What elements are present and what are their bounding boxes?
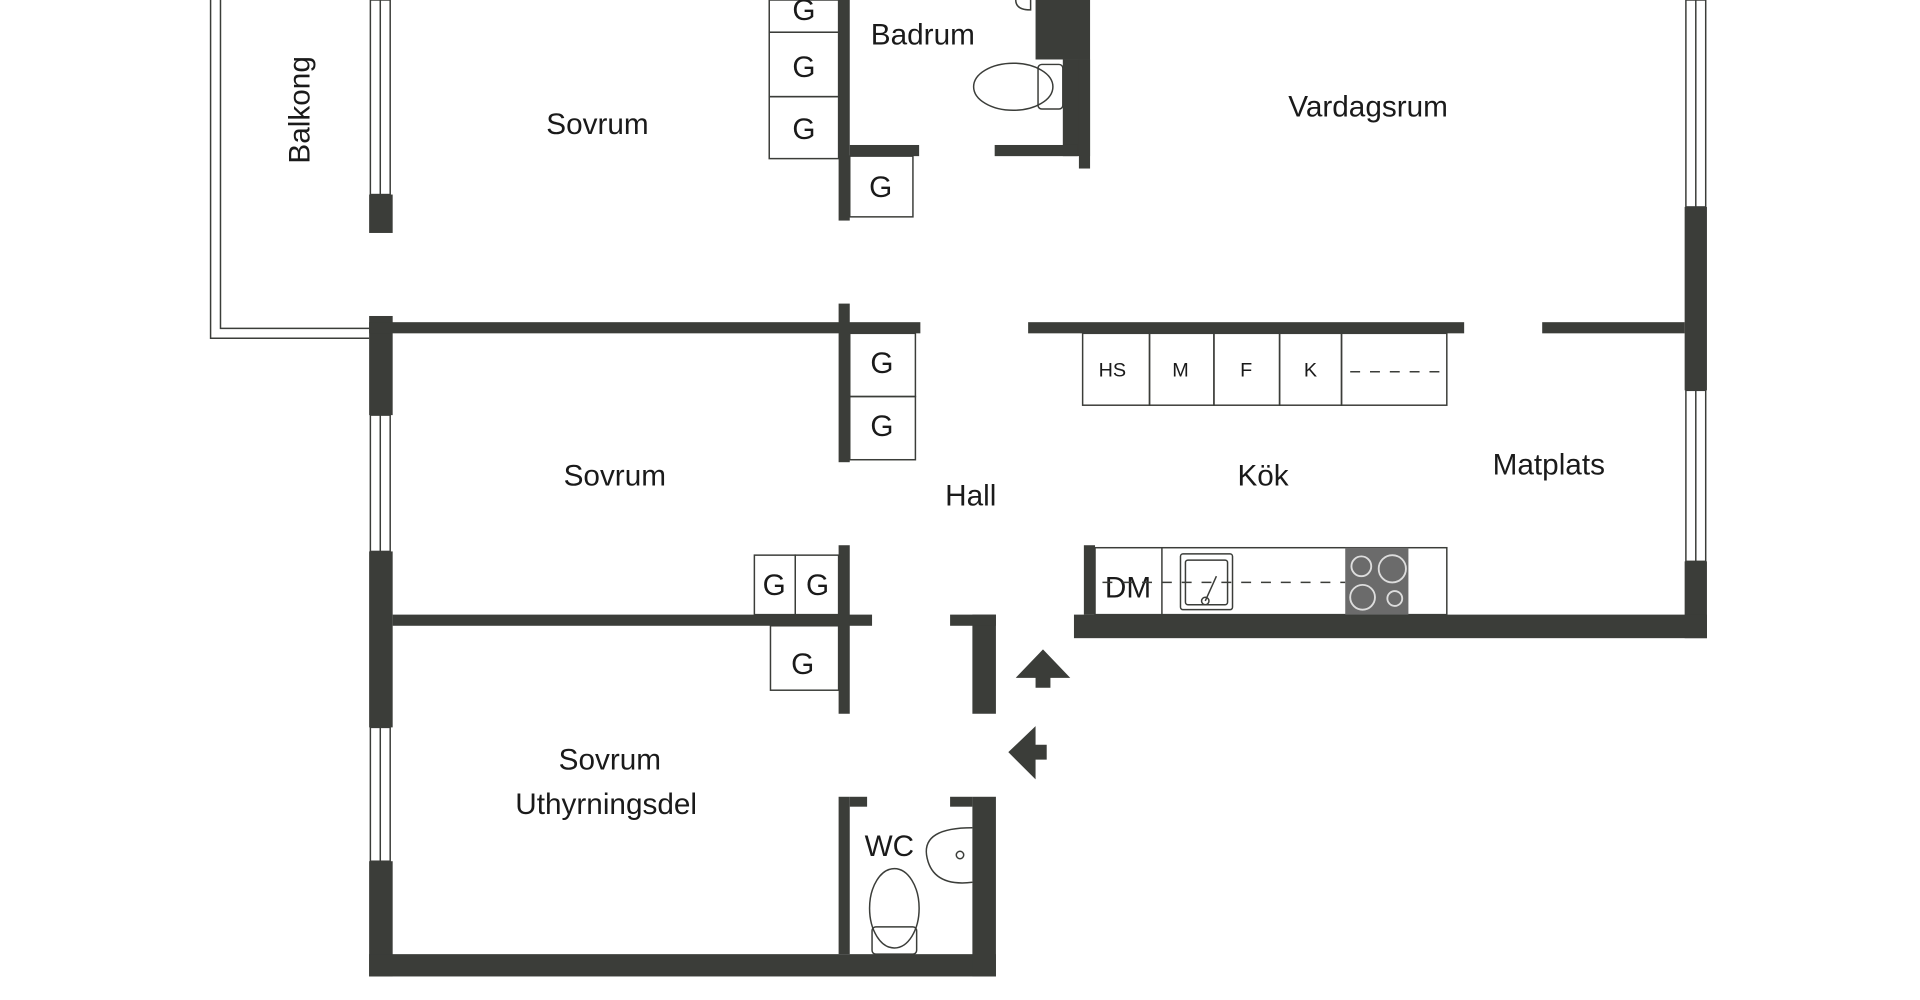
appliance-label-k: K: [1304, 360, 1317, 382]
walls: [369, 0, 1707, 977]
room-label-bedroom-rental: Sovrum: [559, 744, 661, 777]
closet-label: G: [792, 0, 815, 27]
appliance-label-f: F: [1240, 360, 1252, 382]
entrance-arrow-left-icon: [1008, 726, 1047, 780]
closet-label: G: [806, 569, 829, 602]
closet-label: G: [870, 410, 893, 443]
room-label-bedroom-middle: Sovrum: [564, 460, 666, 493]
closet-label: G: [791, 648, 814, 681]
entrance-arrow-up-icon: [1015, 649, 1071, 688]
closet-label: G: [869, 171, 892, 204]
sink-icon: [1014, 0, 1032, 11]
appliance-label-m: M: [1172, 360, 1189, 382]
appliance-label-hs: HS: [1099, 360, 1127, 382]
balcony-outline: [209, 0, 370, 340]
room-label-bathroom: Badrum: [871, 19, 975, 52]
room-label-hall: Hall: [945, 480, 996, 513]
room-label-balcony: Balkong: [284, 56, 317, 163]
kitchen-counter: DM: [1094, 546, 1448, 616]
closet-label: G: [792, 51, 815, 84]
room-label-wc: WC: [865, 830, 915, 863]
appliance-label-dm: DM: [1105, 571, 1151, 604]
room-label-dining: Matplats: [1493, 449, 1605, 482]
kitchen-sink-icon: [1179, 553, 1234, 611]
kitchen-upper-units: HS M F K: [1081, 332, 1448, 406]
closet-label: G: [792, 113, 815, 146]
room-label-rental-part: Uthyrningsdel: [515, 788, 697, 821]
closet-label: G: [763, 569, 786, 602]
wc-sink-icon: [925, 827, 973, 884]
stove-icon: [1345, 547, 1409, 615]
room-label-kitchen: Kök: [1237, 460, 1288, 493]
toilet-icon: [972, 62, 1064, 112]
room-label-living-room: Vardagsrum: [1288, 90, 1448, 123]
closet-group: G G G G G G G G G: [753, 0, 917, 691]
closet-label: G: [870, 347, 893, 380]
room-label-bedroom-top: Sovrum: [546, 108, 648, 141]
wc-toilet-icon: [868, 867, 920, 955]
